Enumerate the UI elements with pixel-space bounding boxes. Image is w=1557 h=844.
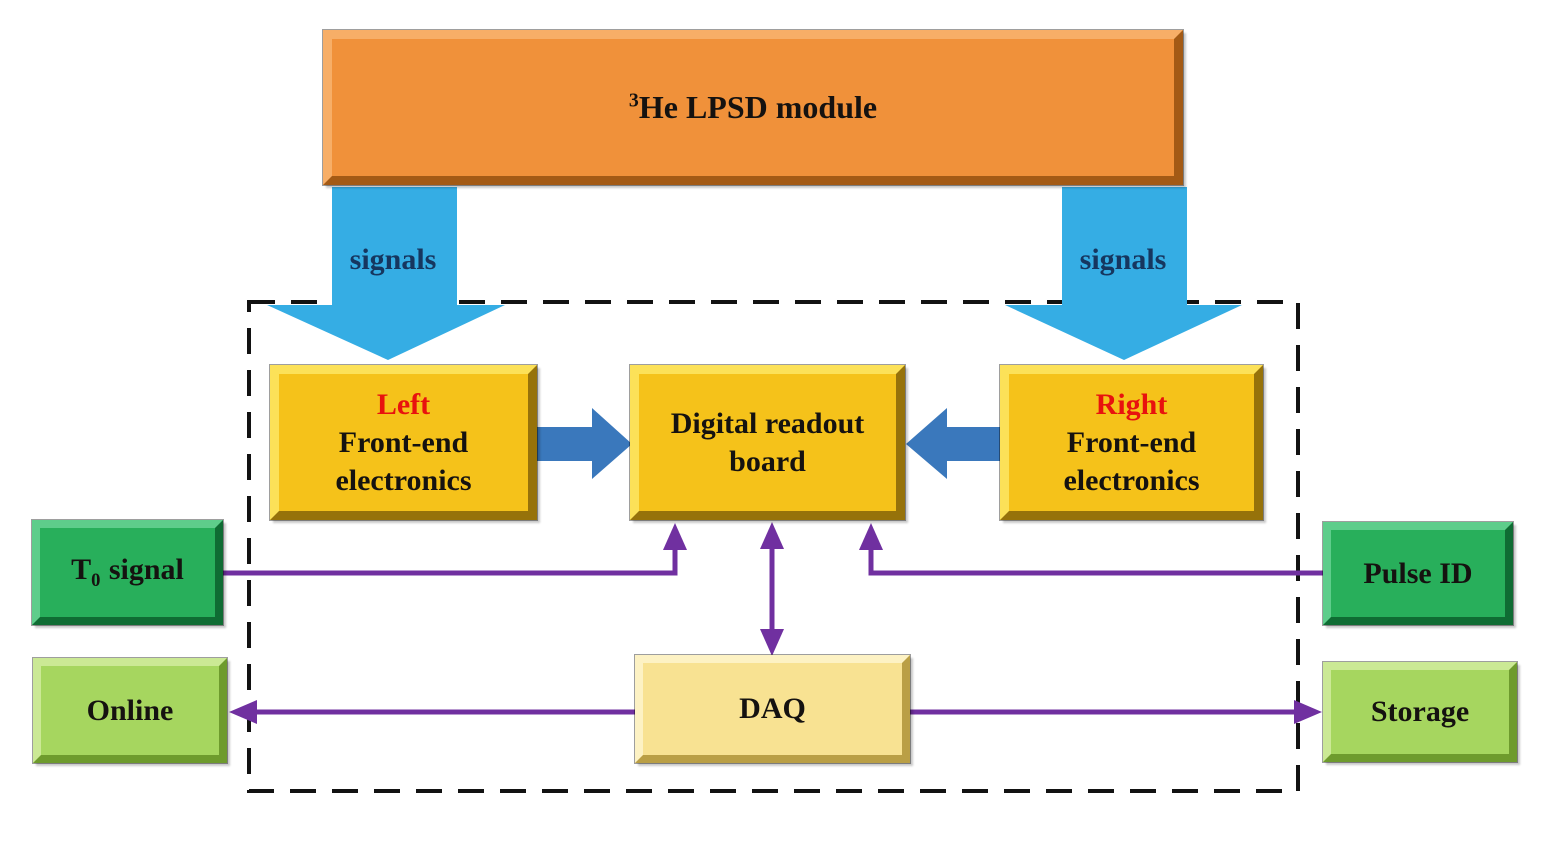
purple-connector-lines bbox=[223, 546, 1323, 715]
digital-readout-board-box: Digital readout board bbox=[630, 365, 905, 520]
t0-suffix: signal bbox=[108, 553, 184, 586]
storage-arrowhead-icon bbox=[1294, 700, 1322, 724]
online-box: Online bbox=[33, 658, 227, 763]
he3-lpsd-module-label: 3He LPSD module bbox=[629, 89, 877, 126]
right-fee-side-label: Right bbox=[1095, 387, 1168, 421]
pulse-id-label: Pulse ID bbox=[1363, 556, 1473, 590]
t0-prefix: T bbox=[71, 553, 92, 586]
right-fee-line2: electronics bbox=[1063, 463, 1200, 497]
he3-lpsd-module-box: 3He LPSD module bbox=[323, 30, 1183, 185]
signals-label-right: signals bbox=[1079, 243, 1167, 276]
t0-signal-label: T0 signal bbox=[71, 553, 184, 592]
daq-label: DAQ bbox=[739, 692, 806, 725]
right-fee-to-drb-arrow-icon bbox=[906, 408, 1002, 479]
t0-arrowhead-icon bbox=[663, 523, 687, 550]
pulse-id-box: Pulse ID bbox=[1323, 522, 1513, 625]
drb-daq-down-arrowhead-icon bbox=[760, 629, 784, 656]
drb-line2: board bbox=[729, 444, 806, 478]
right-front-end-box: Right Front-end electronics bbox=[1000, 365, 1263, 520]
signals-label-left: signals bbox=[349, 243, 437, 276]
signals-down-arrow-left-icon bbox=[267, 187, 505, 360]
left-fee-to-drb-arrow-icon bbox=[537, 408, 632, 479]
online-arrowhead-icon bbox=[229, 700, 257, 724]
t0-subscript: 0 bbox=[91, 570, 101, 591]
storage-box: Storage bbox=[1323, 662, 1517, 762]
left-fee-line2: electronics bbox=[335, 463, 472, 497]
t0-signal-box: T0 signal bbox=[32, 520, 223, 625]
online-label: Online bbox=[86, 693, 174, 727]
he3-superscript: 3 bbox=[628, 89, 639, 112]
drb-daq-up-arrowhead-icon bbox=[760, 522, 784, 549]
he3-label-text: He LPSD module bbox=[638, 89, 878, 125]
left-fee-line1: Front-end bbox=[338, 425, 469, 459]
drb-line1: Digital readout bbox=[670, 406, 865, 440]
signals-down-arrow-right-icon bbox=[1005, 187, 1242, 360]
t0-to-drb-line bbox=[223, 549, 678, 576]
left-front-end-box: Left Front-end electronics bbox=[270, 365, 537, 520]
daq-box: DAQ bbox=[635, 655, 910, 763]
storage-label: Storage bbox=[1370, 695, 1470, 728]
left-fee-side-label: Left bbox=[376, 387, 431, 421]
right-fee-line1: Front-end bbox=[1066, 425, 1197, 459]
pulseid-to-drb-line bbox=[868, 549, 1323, 576]
purple-arrowheads bbox=[229, 522, 1322, 724]
pulseid-arrowhead-icon bbox=[859, 523, 883, 550]
system-boundary-dashed-box bbox=[247, 300, 1300, 793]
